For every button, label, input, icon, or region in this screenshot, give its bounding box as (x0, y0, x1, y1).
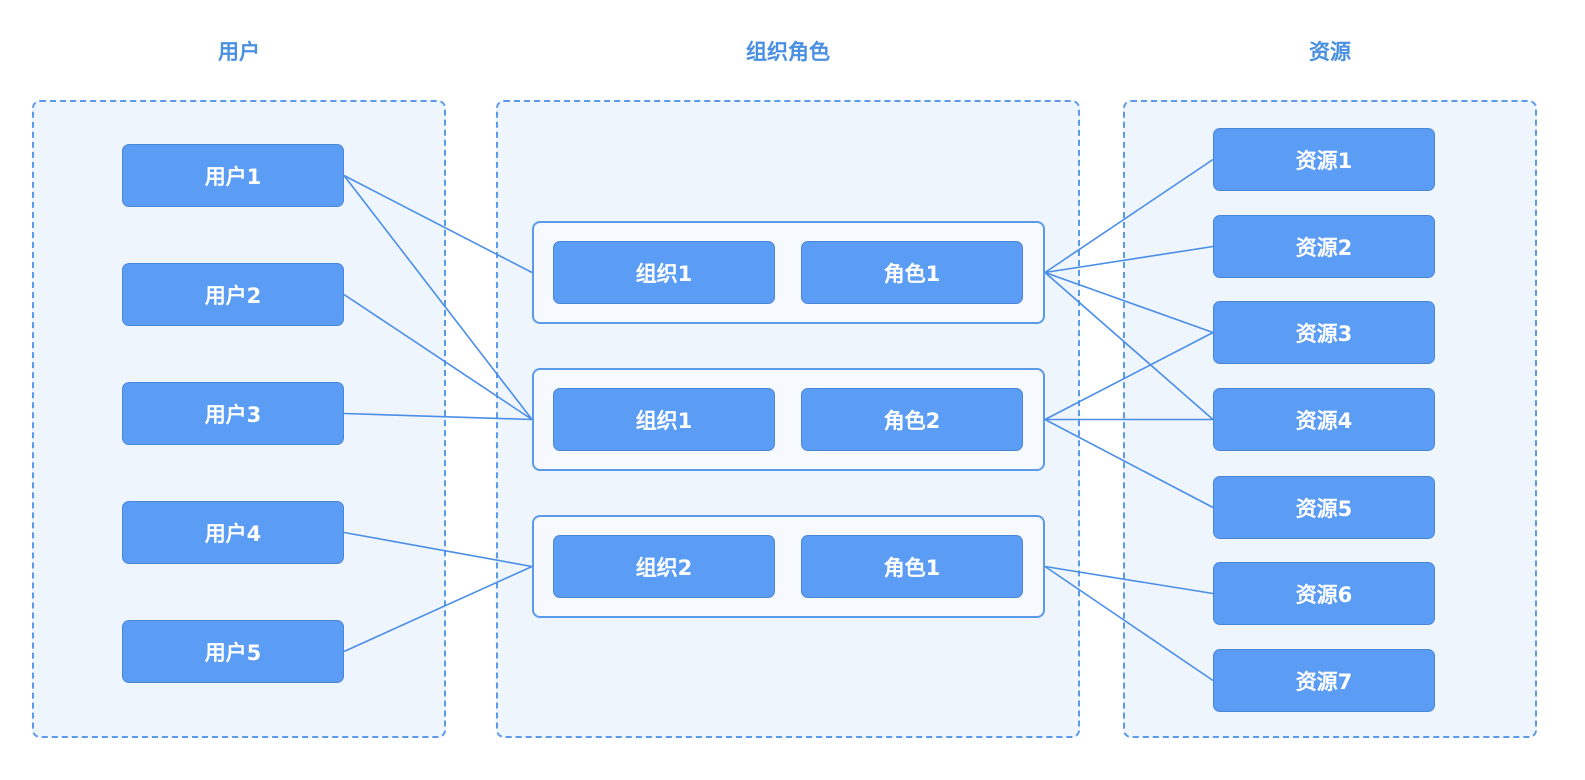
user-group-link (343, 293, 533, 421)
resource-node-6[interactable]: 资源6 (1213, 562, 1435, 625)
role-node[interactable]: 角色1 (801, 241, 1023, 304)
user-group-link (343, 412, 533, 421)
group-resource-link (1044, 245, 1214, 274)
user-node-2[interactable]: 用户2 (122, 263, 344, 326)
org-role-group-1[interactable]: 组织1 角色1 (532, 221, 1045, 324)
group-resource-link (1044, 271, 1214, 334)
resource-node-7[interactable]: 资源7 (1213, 649, 1435, 712)
group-resource-link (1044, 565, 1214, 595)
user-group-link (343, 174, 533, 274)
group-resource-link (1044, 158, 1214, 274)
org-node[interactable]: 组织2 (553, 535, 775, 598)
role-node[interactable]: 角色2 (801, 388, 1023, 451)
resources-column-title: 资源 (1309, 40, 1351, 64)
group-resource-link (1044, 331, 1214, 421)
users-column-title: 用户 (218, 40, 260, 64)
resource-node-4[interactable]: 资源4 (1213, 388, 1435, 451)
user-group-link (343, 531, 533, 568)
user-group-link (343, 175, 533, 420)
group-resource-link (1044, 418, 1214, 509)
user-node-5[interactable]: 用户5 (122, 620, 344, 683)
org-node[interactable]: 组织1 (553, 388, 775, 451)
user-node-4[interactable]: 用户4 (122, 501, 344, 564)
org-role-group-2[interactable]: 组织1 角色2 (532, 368, 1045, 471)
org-node[interactable]: 组织1 (553, 241, 775, 304)
org-roles-column-title: 组织角色 (746, 40, 830, 64)
resource-node-2[interactable]: 资源2 (1213, 215, 1435, 278)
resource-node-3[interactable]: 资源3 (1213, 301, 1435, 364)
resource-node-5[interactable]: 资源5 (1213, 476, 1435, 539)
user-node-1[interactable]: 用户1 (122, 144, 344, 207)
user-node-3[interactable]: 用户3 (122, 382, 344, 445)
role-node[interactable]: 角色1 (801, 535, 1023, 598)
user-group-link (343, 565, 533, 653)
group-resource-link (1044, 565, 1214, 682)
resource-node-1[interactable]: 资源1 (1213, 128, 1435, 191)
org-role-group-3[interactable]: 组织2 角色1 (532, 515, 1045, 618)
group-resource-link (1044, 271, 1214, 421)
